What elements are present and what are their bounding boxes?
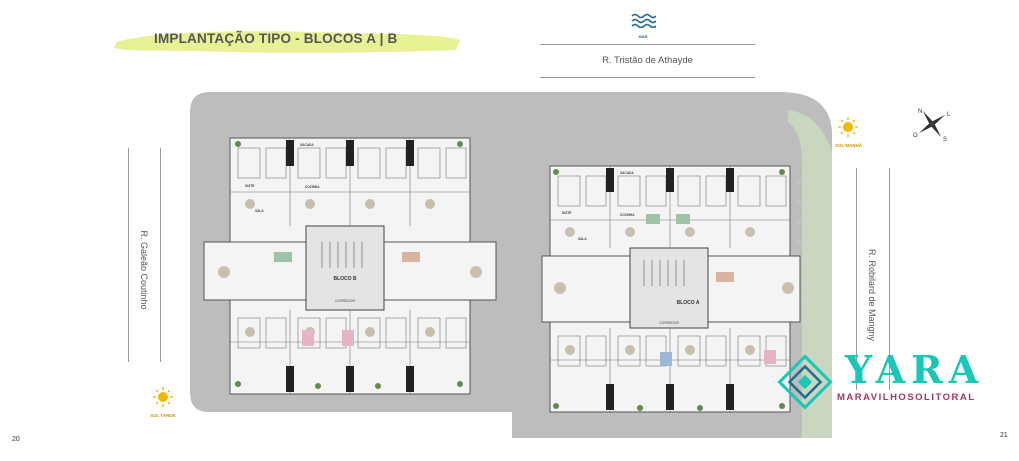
sun-afternoon-label: SOL TARDE xyxy=(150,413,176,418)
compass-rose: N S L O xyxy=(912,104,952,144)
sun-morning-label: SOL MANHÃ xyxy=(835,143,863,148)
street-right-line-2 xyxy=(889,168,890,390)
room-sacada-a: SACADA xyxy=(620,171,634,175)
sea-label: MAR xyxy=(638,34,648,39)
street-left-line-1 xyxy=(128,148,129,362)
room-cozinha-b: COZINHA xyxy=(305,185,320,189)
sea-indicator: MAR xyxy=(628,12,658,39)
page-number-right: 21 xyxy=(1000,432,1008,439)
street-right-label: R. Robilard de Marigny xyxy=(867,248,877,342)
logo-name: YARA xyxy=(845,347,985,392)
corridor-a-label: CORREDOR xyxy=(659,321,679,325)
parking-marks xyxy=(796,181,826,323)
logo-tagline: MARAVILHOSOLITORAL xyxy=(837,392,976,403)
room-cozinha-a: COZINHA xyxy=(620,213,635,217)
block-b-label: BLOCO B xyxy=(333,276,356,282)
corridor-b-label: CORREDOR xyxy=(335,299,355,303)
site-plan: BLOCO B CORREDOR SALA SUÍTE COZINHA SACA… xyxy=(190,92,832,438)
compass-n: N xyxy=(918,109,922,115)
sun-afternoon: SOL TARDE xyxy=(150,386,176,418)
room-suite-a: SUÍTE xyxy=(562,210,571,215)
highlighter-stroke xyxy=(114,31,460,53)
block-b xyxy=(203,137,497,395)
street-right-line-1 xyxy=(856,168,857,390)
sun-morning: SOL MANHÃ xyxy=(835,116,862,148)
diamond-logo-icon xyxy=(777,354,833,410)
page-number-left: 20 xyxy=(12,436,20,443)
page-title: IMPLANTAÇÃO TIPO - BLOCOS A | B xyxy=(154,31,398,46)
room-suite-b: SUÍTE xyxy=(245,183,254,188)
compass-s: S xyxy=(943,137,947,143)
page-title-block: IMPLANTAÇÃO TIPO - BLOCOS A | B xyxy=(112,22,464,58)
block-a xyxy=(541,165,801,413)
yara-logo: YARA MARAVILHOSOLITORAL xyxy=(775,348,995,410)
compass-icon: N S L O xyxy=(913,109,951,143)
compass-l: L xyxy=(947,112,951,118)
block-a-label: BLOCO A xyxy=(677,300,700,306)
street-left-label: R. Galeão Coutinho xyxy=(139,230,149,310)
room-sala-b: SALA xyxy=(255,209,264,213)
garden-strip xyxy=(788,110,832,438)
street-top: R. Tristão de Athayde xyxy=(540,44,755,78)
waves-icon xyxy=(631,13,657,29)
room-sacada-b: SACADA xyxy=(300,143,314,147)
street-top-label: R. Tristão de Athayde xyxy=(602,55,693,66)
street-left-line-2 xyxy=(160,148,161,362)
room-sala-a: SALA xyxy=(578,237,587,241)
compass-o: O xyxy=(913,133,918,139)
sun-icon xyxy=(838,117,858,137)
sun-icon xyxy=(153,387,173,407)
